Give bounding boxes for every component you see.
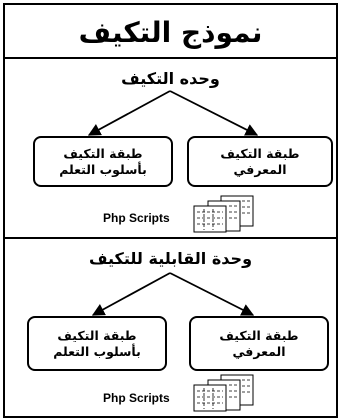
cognitive-adaptation-layer-box: طبقة التكيف المعرفي — [189, 316, 329, 371]
title-divider — [5, 57, 336, 59]
section-divider — [5, 237, 336, 239]
learning-style-adaptation-layer-box: طبقة التكيف بأسلوب التعلم — [27, 316, 167, 371]
diagram-title: نموذج التكيف — [78, 16, 263, 49]
script-documents-icon — [193, 195, 254, 233]
arrow-to-learning-style-layer — [87, 90, 171, 136]
diagram-frame: نموذج التكيف وحده التكيف طبقة التكيف بأس… — [3, 3, 338, 418]
arrow-to-cognitive-layer — [169, 90, 259, 136]
php-scripts-label: Php Scripts — [103, 391, 170, 405]
branch-arrows — [91, 272, 255, 316]
branch-arrows — [87, 90, 259, 136]
arrow-to-learning-style-layer — [91, 272, 171, 316]
section-title: وحدة القابلية للتكيف — [88, 249, 253, 268]
section-adaptability-module: وحدة القابلية للتكيف طبقة التكيف بأسلوب … — [5, 239, 336, 416]
arrow-to-cognitive-layer — [169, 272, 255, 316]
learning-style-adaptation-layer-box: طبقة التكيف بأسلوب التعلم — [33, 136, 173, 187]
cognitive-adaptation-layer-box: طبقة التكيف المعرفي — [187, 136, 333, 187]
php-scripts-label: Php Scripts — [103, 211, 170, 225]
section-adaptation-module: وحده التكيف طبقة التكيف بأسلوب التعلم طب… — [5, 59, 336, 237]
script-documents-icon — [193, 374, 254, 412]
section-title: وحده التكيف — [121, 69, 220, 88]
